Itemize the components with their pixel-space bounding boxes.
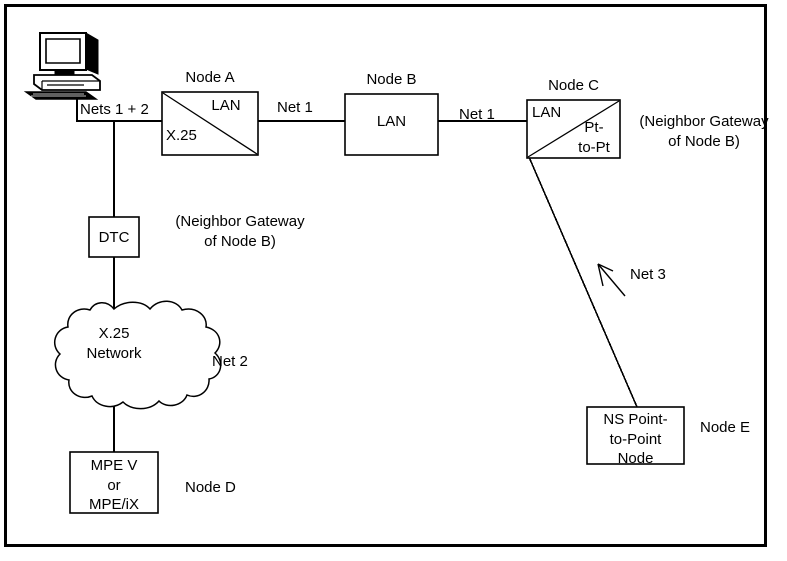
link-label-nets-1-2: Nets 1 + 2 [80,101,149,118]
diagram-border [4,4,767,547]
node-d-title: Node D [185,479,236,496]
node-b-title: Node B [366,71,417,88]
node-c-title: Node C [548,77,599,94]
node-a-lan-label: LAN [211,97,241,114]
link-label-net-3: Net 3 [630,266,666,283]
node-e-title: Node E [700,419,751,436]
link-label-net-2: Net 2 [212,353,248,370]
link-label-net-1-b-c: Net 1 [459,106,495,123]
dtc-label: DTC [98,229,130,246]
node-c-lan-label: LAN [532,104,562,121]
node-b-lan-label: LAN [376,113,407,130]
node-a-x25-label: X.25 [166,127,197,144]
node-a-title: Node A [185,69,235,86]
link-label-net-1-a-b: Net 1 [277,99,313,116]
node-c-pt-to-pt-label: Pt-to-Pt [578,119,610,156]
